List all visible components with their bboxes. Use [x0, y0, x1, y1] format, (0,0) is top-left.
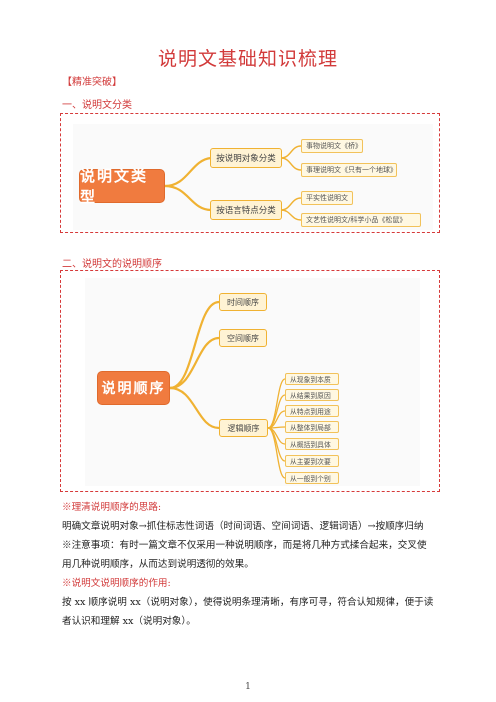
leaf-phenomenon-essence: 从现象到本质 [285, 373, 339, 385]
page-number: 1 [245, 682, 251, 692]
effect-heading: ※说明文说明顺序的作用: [62, 578, 171, 589]
leaf-general-specific: 从概括到具体 [285, 438, 339, 450]
branch-by-object: 按说明对象分类 [210, 148, 282, 168]
effect-line-2: 者认识和理解 xx（说明对象）。 [62, 616, 196, 627]
tips-heading: ※理清说明顺序的思路: [62, 502, 162, 513]
order-connectors [169, 300, 286, 479]
branch-time-order: 时间顺序 [219, 293, 267, 311]
order-root: 说明顺序 [97, 371, 170, 405]
classification-frame [60, 113, 440, 233]
attention-line-1: ※注意事项：有时一篇文章不仅采用一种说明顺序，而是将几种方式揉合起来，交叉使 [62, 540, 427, 551]
branch-by-language: 按语言特点分类 [210, 200, 282, 220]
page-title: 说明文基础知识梳理 [157, 48, 338, 70]
section1-heading: 一、说明文分类 [62, 100, 132, 111]
order-frame [60, 270, 440, 492]
branch-space-order: 空间顺序 [219, 329, 267, 347]
leaf-feature-use: 从特点到用途 [285, 405, 339, 417]
classification-root: 说明文类型 [79, 167, 165, 206]
section-tag: 【精准突破】 [62, 77, 122, 88]
tips-text: 明确文章说明对象→抓住标志性词语（时间词语、空间词语、逻辑词语）→按顺序归纳 [62, 521, 424, 532]
leaf-general-individual: 从一般到个别 [285, 472, 339, 484]
section2-heading: 二、说明文的说明顺序 [62, 259, 162, 270]
leaf-major-minor: 从主要到次要 [285, 455, 339, 467]
leaf-result-cause: 从结果到原因 [285, 389, 339, 401]
attention-line-2: 用几种说明顺序，从而达到说明透彻的效果。 [62, 559, 254, 570]
leaf-literary-style: 文艺性说明文/科学小品《松鼠》 [301, 213, 421, 227]
leaf-whole-part: 从整体到局部 [285, 421, 339, 433]
classification-connectors [164, 145, 302, 221]
leaf-reason-explanation: 事理说明文《只有一个地球》 [301, 163, 397, 177]
order-mindmap: 说明顺序 时间顺序 空间顺序 逻辑顺序 从现象到本质 从结果到原因 从特点到用途… [85, 278, 420, 486]
effect-line-1: 按 xx 顺序说明 xx（说明对象），使得说明条理清晰，有序可寻，符合认知规律，… [62, 597, 434, 608]
leaf-thing-explanation: 事物说明文《桥》 [301, 139, 363, 153]
branch-logic-order: 逻辑顺序 [219, 419, 268, 437]
classification-mindmap: 说明文类型 按说明对象分类 按语言特点分类 事物说明文《桥》 事理说明文《只有一… [73, 124, 433, 230]
leaf-plain-style: 平实性说明文 [301, 191, 353, 205]
